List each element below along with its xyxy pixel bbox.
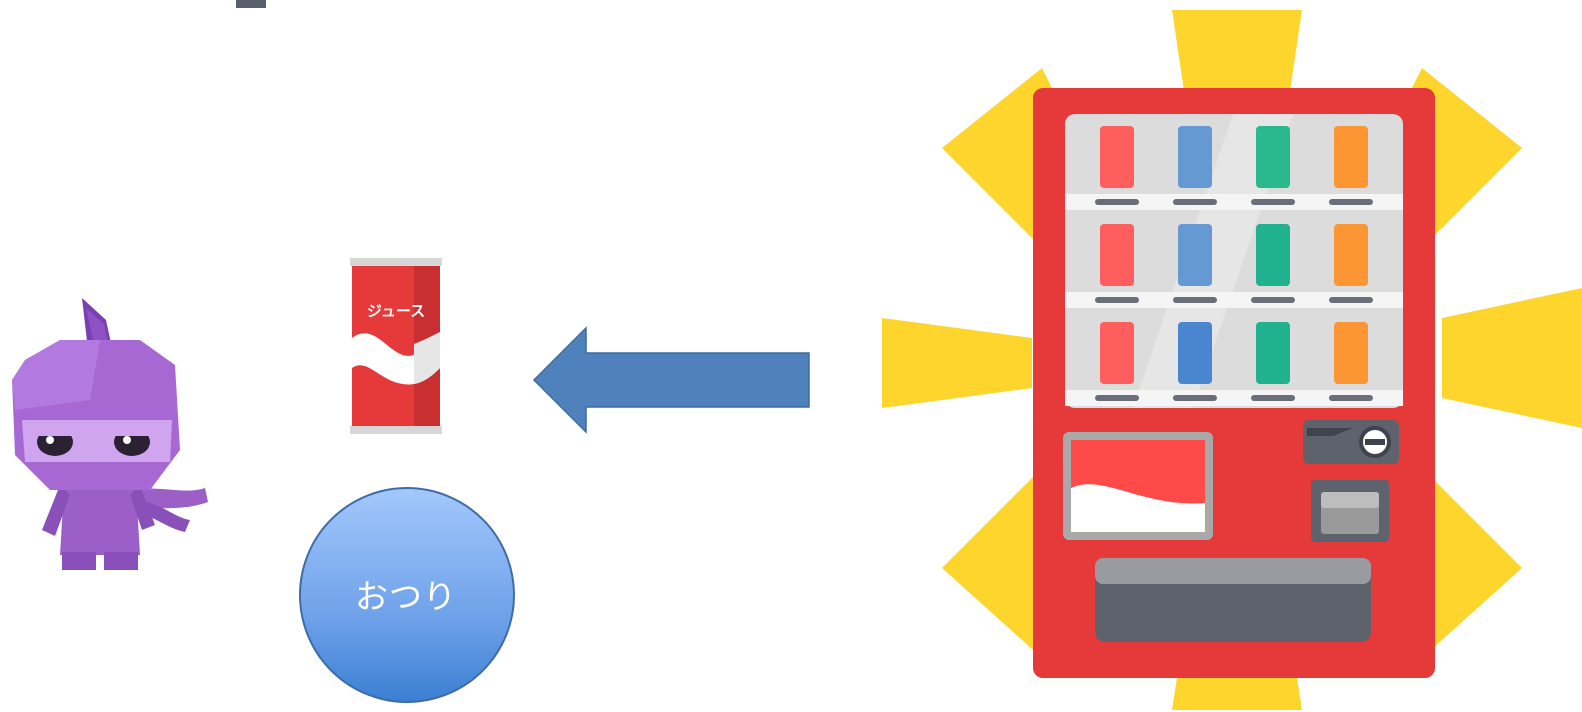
can-label: ジュース: [366, 302, 426, 320]
change-button[interactable]: おつり: [298, 486, 516, 704]
ninja-character: [0, 290, 215, 575]
top-marker: [236, 0, 266, 8]
vending-machine-icon: [1033, 88, 1435, 678]
left-arrow-icon: [530, 326, 812, 434]
juice-can-icon: ジュース: [348, 258, 444, 434]
change-label: おつり: [355, 577, 457, 616]
